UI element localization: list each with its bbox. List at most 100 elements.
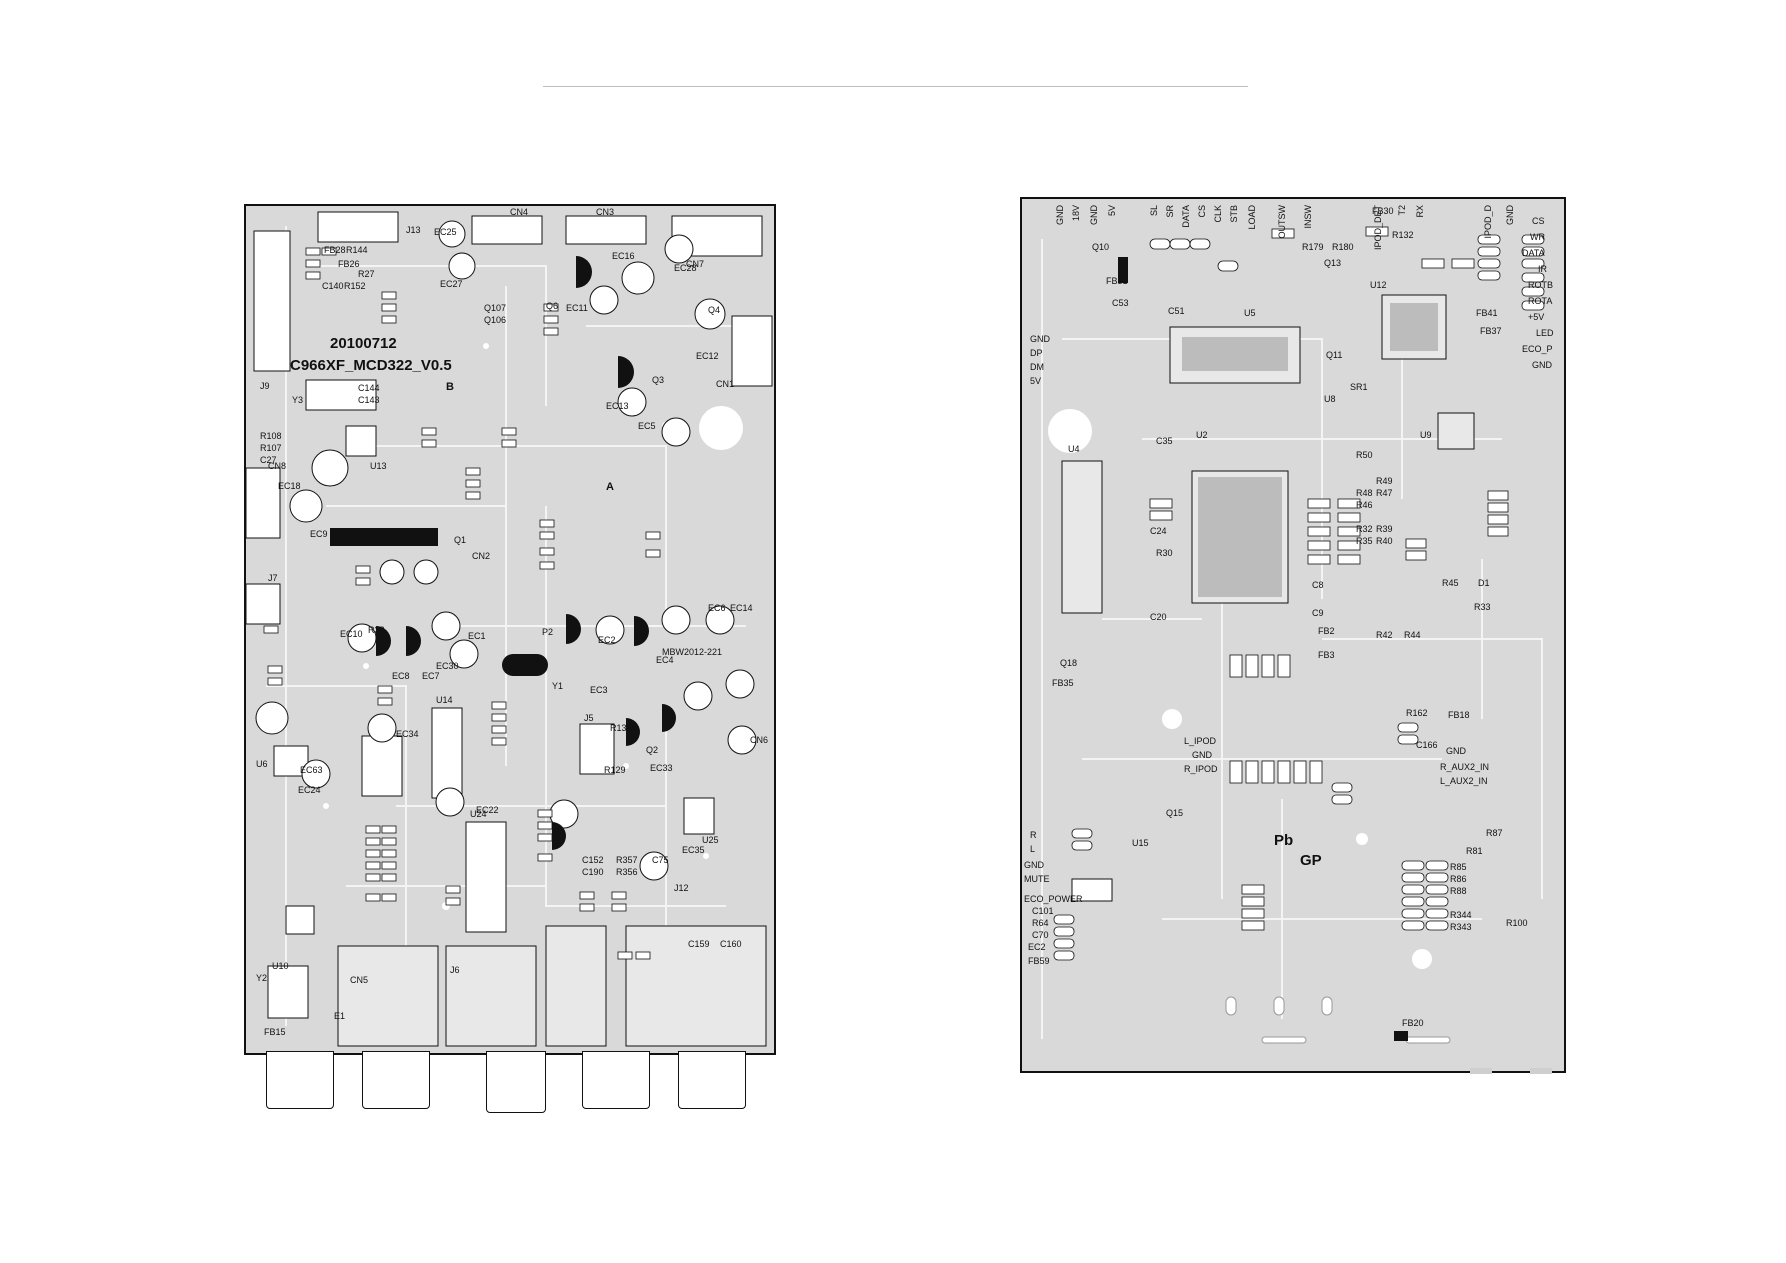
capacitor-label: EC33 xyxy=(650,763,673,773)
component-label: C190 xyxy=(582,867,604,877)
component-label: R132 xyxy=(1392,230,1414,240)
capacitor-label: EC24 xyxy=(298,785,321,795)
component-label: FB37 xyxy=(1480,326,1502,336)
chip-label: U25 xyxy=(702,835,719,845)
component-label: C9 xyxy=(1312,608,1324,618)
component-label: B xyxy=(446,381,454,393)
component-label: R40 xyxy=(1376,536,1393,546)
chip-label: U24 xyxy=(470,809,487,819)
component-label: R42 xyxy=(1376,630,1393,640)
component-label: MBW2012-221 xyxy=(662,647,723,657)
component-label: C51 xyxy=(1168,306,1185,316)
ipod-signal-label: L_IPOD xyxy=(1184,736,1217,746)
chip-label: U4 xyxy=(1068,444,1080,454)
aux-signal-label: GND xyxy=(1446,746,1466,756)
chip-label: U5 xyxy=(1244,308,1256,318)
pin-label: IR xyxy=(1538,264,1547,274)
component-label: FB3 xyxy=(1318,650,1335,660)
audio-signal-label: C101 xyxy=(1032,906,1054,916)
component-label: C143 xyxy=(358,395,380,405)
connector-label: J5 xyxy=(584,713,594,723)
component-label: C140 xyxy=(322,281,344,291)
connector-label: J7 xyxy=(268,573,278,583)
audio-signal-label: GND xyxy=(1024,860,1044,870)
component-label: FB35 xyxy=(1052,678,1074,688)
component-label: C8 xyxy=(1312,580,1324,590)
component-label: R46 xyxy=(1356,500,1373,510)
component-label: C159 xyxy=(688,939,710,949)
capacitor-label: EC7 xyxy=(422,671,440,681)
connector-label: CN4 xyxy=(510,207,529,217)
left-board-date-code: 20100712 xyxy=(330,335,397,352)
left-pcb-traces xyxy=(246,211,773,1047)
board-edge-tab xyxy=(1470,1068,1492,1074)
chip-label: SR1 xyxy=(1350,382,1368,392)
component-label: C24 xyxy=(1150,526,1167,536)
component-label: R100 xyxy=(1506,918,1528,928)
pin-label: +5V xyxy=(1528,312,1545,322)
board-marking-label: Pb xyxy=(1274,832,1294,849)
component-label: FB26 xyxy=(338,259,360,269)
component-label: R45 xyxy=(1442,578,1459,588)
component-label: R47 xyxy=(1376,488,1393,498)
chip-label: U15 xyxy=(1132,838,1149,848)
pin-label: GND xyxy=(1532,360,1552,370)
connector-label: CN8 xyxy=(268,461,287,471)
rca-jack xyxy=(678,1051,746,1109)
chip-label: U13 xyxy=(370,461,387,471)
capacitor-label: EC14 xyxy=(730,603,753,613)
right-pcb-board: GND 18V GND 5V SL SR DATA CS CLK STB LOA… xyxy=(1020,197,1566,1073)
component-label: R133 xyxy=(610,723,632,733)
pin-label: DM xyxy=(1030,362,1044,372)
pin-label: GND xyxy=(1089,205,1099,225)
component-label: R49 xyxy=(1376,476,1393,486)
capacitor-label: EC18 xyxy=(278,481,301,491)
pin-label: DP xyxy=(1030,348,1043,358)
pin-label: LED xyxy=(1536,328,1554,338)
rca-jack xyxy=(362,1051,430,1109)
left-board-model-code: C966XF_MCD322_V0.5 xyxy=(290,357,452,374)
connector-label: J6 xyxy=(450,965,460,975)
chip-label: Q10 xyxy=(1092,242,1110,252)
component-label: R357 xyxy=(616,855,638,865)
pin-label: 5V xyxy=(1107,205,1117,217)
component-label: R180 xyxy=(1332,242,1354,252)
pin-label: CS xyxy=(1197,205,1207,218)
component-label: P2 xyxy=(542,627,554,637)
component-label: FB15 xyxy=(264,1027,286,1037)
capacitor-label: EC35 xyxy=(682,845,705,855)
component-label: R86 xyxy=(1450,874,1467,884)
pin-label: ROTB xyxy=(1528,280,1554,290)
chip-label: Q15 xyxy=(1166,808,1184,818)
pin-label: LOAD xyxy=(1247,205,1257,230)
ipod-signal-label: GND xyxy=(1192,750,1212,760)
capacitor-label: EC12 xyxy=(696,351,719,361)
component-label: R88 xyxy=(1450,886,1467,896)
component-label: C35 xyxy=(1156,436,1173,446)
capacitor-label: EC30 xyxy=(436,661,459,671)
pin-label: SR xyxy=(1165,205,1175,218)
component-label: R27 xyxy=(358,269,375,279)
pin-label: CS xyxy=(1532,216,1545,226)
component-label: C144 xyxy=(358,383,380,393)
chip-label: Y3 xyxy=(292,395,304,405)
capacitor-label: EC34 xyxy=(396,729,419,739)
rca-jack xyxy=(266,1051,334,1109)
chip-label: Y2 xyxy=(256,973,268,983)
capacitor-label: EC9 xyxy=(310,529,328,539)
chip-label: Q2 xyxy=(646,745,659,755)
connector-label: J12 xyxy=(674,883,689,893)
pin-label: RX xyxy=(1415,205,1425,218)
component-label: R356 xyxy=(616,867,638,877)
component-label: R152 xyxy=(344,281,366,291)
pin-label: GND xyxy=(1505,205,1515,225)
chip-label: Q18 xyxy=(1060,658,1078,668)
pin-label: WR xyxy=(1530,232,1545,242)
connector-label: CN2 xyxy=(472,551,491,561)
chip-label: Q13 xyxy=(1324,258,1342,268)
component-label: C20 xyxy=(1150,612,1167,622)
capacitor-label: EC11 xyxy=(566,303,588,313)
component-label: R35 xyxy=(1356,536,1373,546)
chip-label: U12 xyxy=(1370,280,1387,290)
capacitor-label: EC63 xyxy=(300,765,323,775)
